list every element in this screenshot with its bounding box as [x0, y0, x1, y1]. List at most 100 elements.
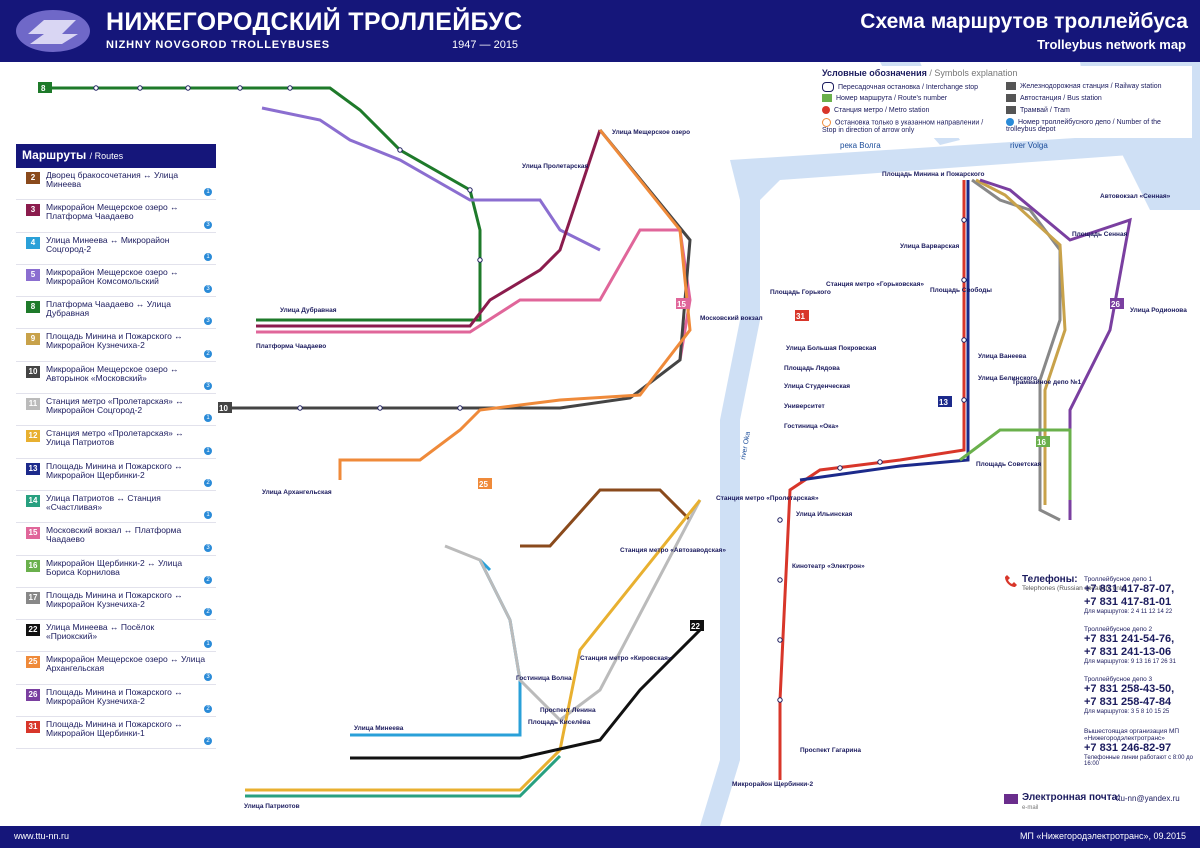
route-line-3[interactable] [256, 129, 602, 328]
route-line-9[interactable] [975, 178, 1067, 505]
network-map[interactable]: река Волга river Volga river Oka 8 10 13… [0, 62, 1200, 826]
depot-number-icon: 3 [204, 317, 212, 326]
depot-number-icon: 1 [204, 446, 212, 455]
stop-markers[interactable] [93, 85, 967, 703]
route-line-17[interactable] [971, 178, 1062, 522]
depot-2-contacts: Троллейбусное депо 2 +7 831 241-54-76, +… [1084, 626, 1196, 665]
route-line-10[interactable] [232, 129, 692, 410]
email-link[interactable]: ttu-nn@yandex.ru [1116, 794, 1180, 803]
route-badge: 25 [26, 656, 40, 669]
map-label: Улица Дубравная [280, 306, 337, 314]
map-label: Улица Ванеева [978, 353, 1027, 360]
route-badge: 11 [26, 398, 40, 411]
route-badge: 26 [26, 688, 40, 701]
route-line-25[interactable] [338, 129, 692, 480]
route-line-22[interactable] [350, 628, 702, 760]
route-line-12[interactable] [245, 499, 702, 792]
phone-number[interactable]: +7 831 246-82-97 [1084, 742, 1172, 754]
working-hours: Телефонные линии работают с 8:00 до 16:0… [1084, 755, 1194, 767]
map-label: Проспект Ленина [540, 707, 596, 714]
phone-number[interactable]: +7 831 258-47-84 [1084, 696, 1172, 708]
route-line-2[interactable] [520, 488, 692, 548]
map-label: Университет [784, 403, 825, 410]
route-line-13[interactable] [799, 180, 970, 482]
depot-number-icon: 2 [204, 737, 212, 746]
route-line-5[interactable] [261, 106, 601, 252]
map-label: Станция метро «Автозаводская» [620, 547, 726, 554]
svg-text:22: 22 [691, 622, 700, 631]
map-label: Улица Минеева [354, 725, 404, 732]
page-title: НИЖЕГОРОДСКИЙ ТРОЛЛЕЙБУС [106, 8, 523, 36]
map-label: Улица Родионова [1130, 307, 1187, 314]
map-badge-13: 13 [938, 396, 952, 407]
route-badge: 16 [26, 559, 40, 572]
route-row-26[interactable]: 26 Площадь Минина и Пожарского ↔ Микрорай… [16, 685, 216, 718]
phone-number[interactable]: +7 831 258-43-50, [1084, 683, 1175, 695]
map-label: Площадь Киселёва [528, 719, 591, 726]
route-badge: 14 [26, 494, 40, 507]
map-label: Площадь Лядова [784, 365, 840, 372]
depot-number-icon: 2 [204, 349, 212, 358]
route-badge: 8 [26, 301, 40, 314]
map-label: Улица Патриотов [244, 803, 300, 810]
legend: Условные обозначения / Symbols explanati… [812, 66, 1192, 138]
route-line-8[interactable] [50, 86, 482, 322]
map-label: Площадь Свободы [930, 286, 992, 294]
map-label: Платформа Чаадаево [256, 343, 326, 350]
map-label: Площадь Минина и Пожарского [882, 171, 984, 178]
route-row-8[interactable]: 8 Платформа Чаадаево ↔ Улица Дубравная 3 [16, 297, 216, 330]
map-badge-8: 8 [38, 82, 52, 93]
phone-number[interactable]: +7 831 241-54-76, [1084, 633, 1175, 645]
route-line-26[interactable] [979, 178, 1132, 520]
route-line-15[interactable] [256, 228, 692, 361]
route-row-12[interactable]: 12 Станция метро «Пролетарская» ↔ Улица П… [16, 426, 216, 459]
river-volga-label: река Волга [840, 141, 881, 150]
route-line-16[interactable] [959, 428, 1072, 500]
map-label: Гостиница Волна [516, 675, 572, 682]
svg-text:16: 16 [1037, 438, 1046, 447]
route-badge: 12 [26, 430, 40, 443]
scheme-title-en: Trolleybus network map [1037, 37, 1186, 52]
route-badge: 22 [26, 624, 40, 637]
phone-number[interactable]: +7 831 417-87-07, [1084, 583, 1175, 595]
route-description: Площадь Минина и Пожарского ↔ Микрорайон… [46, 719, 183, 739]
route-badge: 3 [26, 204, 40, 217]
route-line-11[interactable] [444, 499, 702, 722]
map-label: Гостиница «Ока» [784, 423, 839, 430]
map-label: Кинотеатр «Электрон» [792, 563, 865, 570]
route-description: Площадь Минина и Пожарского ↔ Микрорайон… [46, 686, 183, 706]
svg-text:26: 26 [1111, 300, 1120, 309]
route-badge: 17 [26, 591, 40, 604]
map-badge-26: 26 [1110, 298, 1124, 309]
tram-icon [1006, 106, 1016, 114]
map-badge-15: 15 [676, 298, 690, 309]
phone-number[interactable]: +7 831 417-81-01 [1084, 596, 1172, 608]
map-badge-31: 31 [795, 310, 809, 321]
route-badge: 13 [26, 462, 40, 475]
depot-number-icon: 1 [204, 640, 212, 649]
phone-number[interactable]: +7 831 241-13-06 [1084, 646, 1172, 658]
map-label: Микрорайон Щербинки-2 [732, 780, 813, 788]
route-badge: 9 [26, 333, 40, 346]
depot-label: Троллейбусное депо 1 [1084, 576, 1153, 583]
site-link[interactable]: www.ttu-nn.ru [14, 831, 70, 841]
route-line-14[interactable] [245, 754, 562, 798]
route-description: Платформа Чаадаево ↔ Улица Дубравная [46, 299, 171, 319]
map-label: Улица Варварская [900, 243, 960, 250]
route-description: Станция метро «Пролетарская» ↔ Улица Пат… [46, 428, 184, 448]
